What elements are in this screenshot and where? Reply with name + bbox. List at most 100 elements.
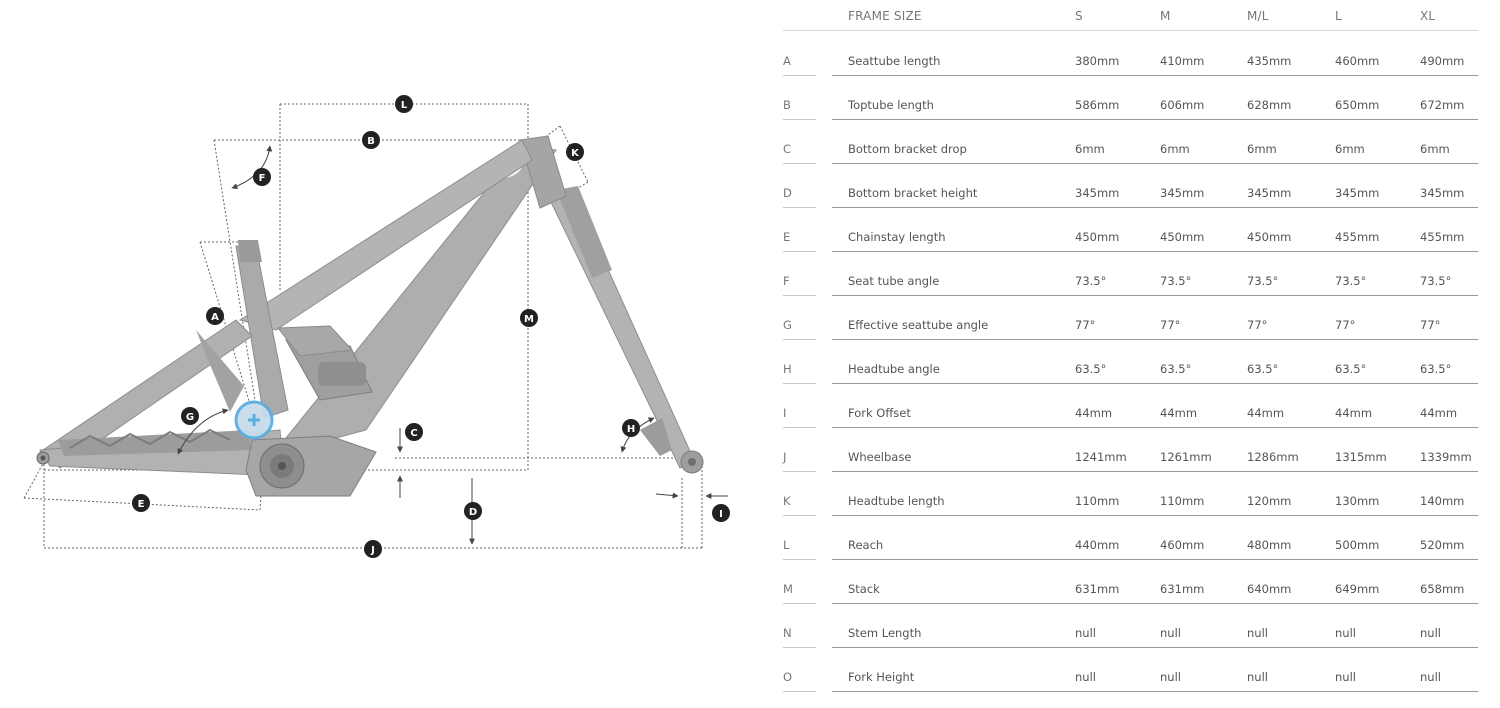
row-letter-rule xyxy=(783,471,816,472)
row-value: null xyxy=(1075,670,1096,684)
callout-a: A xyxy=(206,307,224,325)
row-value: 460mm xyxy=(1160,538,1205,552)
row-value: 650mm xyxy=(1335,98,1380,112)
callout-badge-circle xyxy=(132,494,150,512)
callout-badge-circle xyxy=(395,95,413,113)
callout-letter: I xyxy=(719,509,723,520)
row-value: 77° xyxy=(1420,318,1441,332)
row-value: 77° xyxy=(1247,318,1268,332)
row-rule xyxy=(832,603,1478,604)
row-value: null xyxy=(1160,626,1181,640)
row-value: 450mm xyxy=(1247,230,1292,244)
row-rule xyxy=(832,119,1478,120)
row-rule xyxy=(832,647,1478,648)
row-value: 44mm xyxy=(1247,406,1285,420)
row-value: 1286mm xyxy=(1247,450,1299,464)
row-value: 490mm xyxy=(1420,54,1465,68)
row-value: 6mm xyxy=(1075,142,1105,156)
row-letter-rule xyxy=(783,251,816,252)
row-value: 73.5° xyxy=(1420,274,1452,288)
row-letter: B xyxy=(783,98,791,112)
row-letter-rule xyxy=(783,603,816,604)
callout-letter: C xyxy=(410,428,417,439)
callout-g: G xyxy=(181,407,199,425)
row-value: 73.5° xyxy=(1075,274,1107,288)
row-rule xyxy=(832,515,1478,516)
row-measurement-name: Seat tube angle xyxy=(848,274,940,288)
row-letter-rule xyxy=(783,119,816,120)
row-rule xyxy=(832,251,1478,252)
callout-badge-circle xyxy=(566,143,584,161)
row-rule xyxy=(832,383,1478,384)
row-value: 345mm xyxy=(1420,186,1465,200)
row-rule xyxy=(832,339,1478,340)
row-value: null xyxy=(1420,670,1441,684)
row-value: 77° xyxy=(1335,318,1356,332)
row-measurement-name: Effective seattube angle xyxy=(848,318,989,332)
row-letter-rule xyxy=(783,559,816,560)
row-letter: L xyxy=(783,538,790,552)
row-value: 120mm xyxy=(1247,494,1292,508)
row-value: 672mm xyxy=(1420,98,1465,112)
row-value: null xyxy=(1247,670,1268,684)
row-letter-rule xyxy=(783,339,816,340)
callout-letter: J xyxy=(370,545,375,556)
row-letter: D xyxy=(783,186,792,200)
row-value: null xyxy=(1160,670,1181,684)
row-letter-rule xyxy=(783,207,816,208)
row-measurement-name: Chainstay length xyxy=(848,230,946,244)
row-value: 520mm xyxy=(1420,538,1465,552)
row-value: 63.5° xyxy=(1335,362,1367,376)
row-measurement-name: Seattube length xyxy=(848,54,941,68)
row-value: 63.5° xyxy=(1247,362,1279,376)
row-rule xyxy=(832,295,1478,296)
row-value: 606mm xyxy=(1160,98,1205,112)
row-value: 130mm xyxy=(1335,494,1380,508)
callout-letter: H xyxy=(627,424,635,435)
row-value: 1241mm xyxy=(1075,450,1127,464)
row-rule xyxy=(832,427,1478,428)
row-value: 480mm xyxy=(1247,538,1292,552)
callout-b: B xyxy=(362,131,380,149)
callout-badge-circle xyxy=(362,131,380,149)
row-measurement-name: Headtube angle xyxy=(848,362,940,376)
callout-badge-circle xyxy=(520,309,538,327)
callout-letter: L xyxy=(401,100,408,111)
row-letter-rule xyxy=(783,647,816,648)
callout-m: M xyxy=(520,309,538,327)
row-value: 6mm xyxy=(1420,142,1450,156)
row-value: 63.5° xyxy=(1160,362,1192,376)
row-letter: F xyxy=(783,274,790,288)
callout-i: I xyxy=(712,504,730,522)
row-measurement-name: Wheelbase xyxy=(848,450,912,464)
callout-letter: F xyxy=(259,173,266,184)
callout-letter: A xyxy=(211,312,219,323)
row-value: null xyxy=(1420,626,1441,640)
row-value: 140mm xyxy=(1420,494,1465,508)
callout-letter: K xyxy=(571,148,580,159)
row-value: 410mm xyxy=(1160,54,1205,68)
callout-badge-circle xyxy=(405,423,423,441)
row-letter: O xyxy=(783,670,793,684)
row-value: 73.5° xyxy=(1247,274,1279,288)
callout-h: H xyxy=(622,419,640,437)
callout-letter: E xyxy=(138,499,145,510)
callout-letter: B xyxy=(367,136,375,147)
row-value: 450mm xyxy=(1075,230,1120,244)
callout-badge-circle xyxy=(712,504,730,522)
row-value: 455mm xyxy=(1335,230,1380,244)
row-value: 77° xyxy=(1160,318,1181,332)
row-letter: J xyxy=(783,450,787,464)
size-header: M xyxy=(1160,9,1171,23)
row-measurement-name: Fork Offset xyxy=(848,406,911,420)
row-letter: G xyxy=(783,318,792,332)
row-value: 455mm xyxy=(1420,230,1465,244)
row-value: 44mm xyxy=(1420,406,1458,420)
row-value: 460mm xyxy=(1335,54,1380,68)
size-header: L xyxy=(1335,9,1342,23)
callout-l: L xyxy=(395,95,413,113)
row-value: 435mm xyxy=(1247,54,1292,68)
